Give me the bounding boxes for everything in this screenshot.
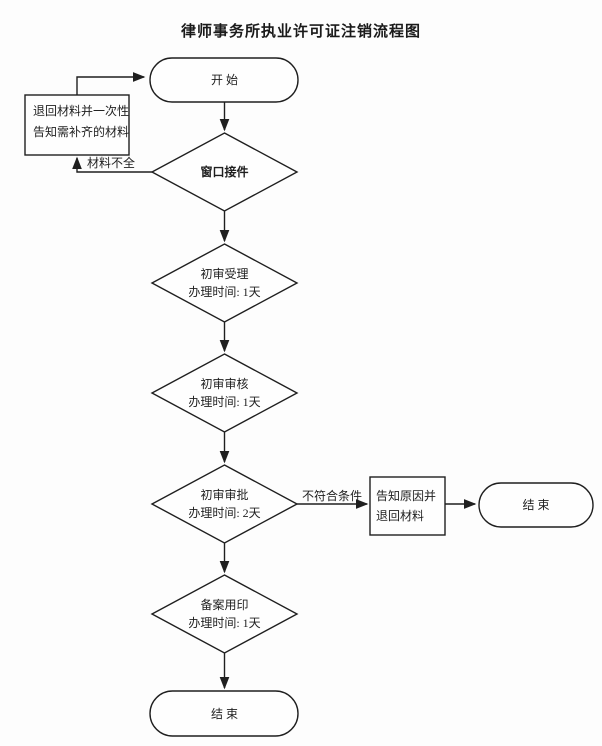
- window-intake-label: 窗口接件: [200, 164, 248, 179]
- notify-reason-line2: 退回材料: [376, 509, 424, 523]
- start-label: 开 始: [211, 73, 238, 87]
- edge-window-to-return: [72, 156, 152, 173]
- initial-acceptance-node: [150, 243, 299, 323]
- return-materials-line2: 告知需补齐的材料: [33, 124, 129, 139]
- edge-return-to-start: [76, 72, 146, 95]
- return-materials-node: [24, 94, 130, 156]
- initial-acceptance-label: 初审受理: [200, 266, 248, 281]
- reject-condition-edge-label: 不符合条件: [302, 488, 362, 503]
- filing-seal-label: 备案用印: [200, 597, 248, 612]
- notify-reason-node: [369, 476, 446, 536]
- initial-review-label: 初审审核: [200, 376, 248, 391]
- filing-seal-node: [150, 574, 299, 654]
- start-node: [149, 57, 299, 103]
- initial-review-node: [150, 353, 299, 433]
- page-title: 律师事务所执业许可证注销流程图: [180, 24, 421, 40]
- initial-review-time: 办理时间: 1天: [188, 394, 260, 409]
- window-intake-node: [150, 132, 299, 212]
- incomplete-materials-edge-label: 材料不全: [87, 155, 135, 170]
- end-bottom-node: [149, 690, 299, 737]
- end-right-node: [478, 482, 594, 528]
- initial-approval-node: [150, 464, 299, 544]
- end-right-label: 结 束: [522, 498, 549, 512]
- return-materials-line1: 退回材料并一次性: [33, 104, 129, 118]
- initial-approval-time: 办理时间: 2天: [188, 505, 260, 520]
- notify-reason-line1: 告知原因并: [376, 489, 436, 503]
- initial-approval-label: 初审审批: [200, 487, 248, 502]
- end-bottom-label: 结 束: [211, 707, 238, 721]
- initial-acceptance-time: 办理时间: 1天: [188, 284, 260, 299]
- filing-seal-time: 办理时间: 1天: [188, 615, 260, 630]
